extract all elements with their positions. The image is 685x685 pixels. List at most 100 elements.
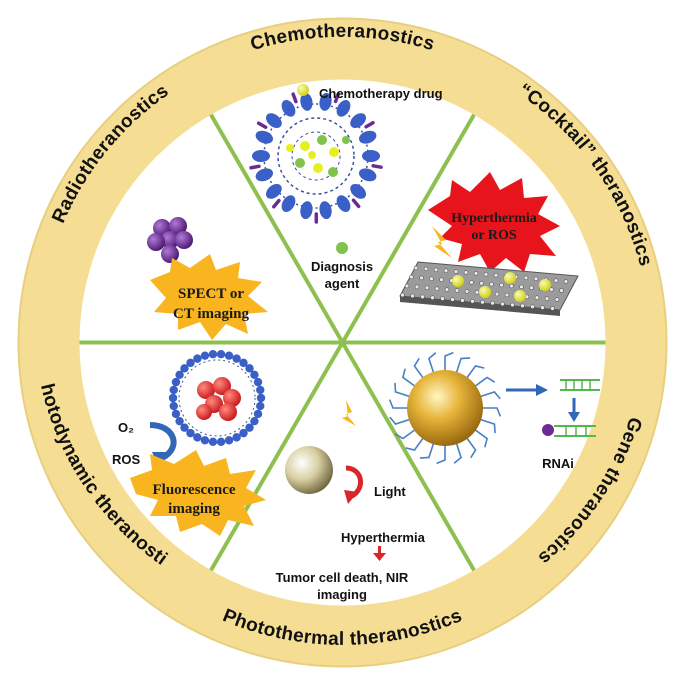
- spect-ct-burst: [150, 254, 268, 340]
- sheet-atom: [469, 280, 474, 285]
- sheet-atom: [473, 271, 479, 276]
- liposome-head: [208, 437, 218, 447]
- liposome-head: [216, 349, 226, 359]
- sheet-atom: [470, 299, 475, 304]
- rnai-label: RNAi: [542, 456, 574, 471]
- liposome-head: [232, 433, 241, 442]
- micelle-drug-carrier: [249, 84, 383, 224]
- liposome-head: [200, 436, 210, 445]
- ros-label: ROS: [112, 452, 141, 467]
- micelle-head: [358, 130, 377, 144]
- sheet-atom: [523, 275, 529, 281]
- gene-arrow-right-head: [536, 384, 548, 396]
- sheet-atom: [414, 284, 420, 290]
- gene-strand: [388, 399, 409, 409]
- micelle-head: [336, 195, 351, 212]
- sheet-atom: [563, 279, 569, 284]
- sheet-atom: [404, 283, 410, 289]
- sheet-particle: [514, 290, 526, 302]
- sheet-atom: [424, 285, 430, 291]
- sheet-atom: [540, 305, 545, 310]
- micelle-head: [362, 150, 380, 162]
- gene-strand: [478, 418, 496, 434]
- liposome-head: [180, 423, 189, 432]
- diagnosis-agent-dot-icon: [336, 242, 348, 254]
- sheet-atom: [534, 295, 540, 300]
- liposome-head: [245, 423, 254, 432]
- micelle-chain: [249, 164, 261, 170]
- sheet-atom: [439, 277, 444, 282]
- sheet-atom: [510, 302, 515, 308]
- sheet-particle: [452, 275, 464, 287]
- sheet-atom: [464, 289, 470, 294]
- sheet-atom: [413, 265, 419, 271]
- sheet-atom: [544, 296, 550, 301]
- sheet-atom: [400, 292, 405, 298]
- liposome-head: [256, 393, 266, 403]
- liposome-head: [180, 364, 189, 373]
- nanosheet: [399, 261, 579, 316]
- micelle-head: [255, 130, 274, 144]
- gene-strand: [473, 376, 496, 388]
- sheet-atom: [533, 276, 539, 282]
- gene-strand: [453, 441, 462, 464]
- liposome-head: [168, 393, 178, 403]
- sheet-atom: [489, 281, 494, 287]
- chemotherapy-drug-label: Chemotherapy drug: [319, 86, 443, 101]
- sheet-atom: [419, 275, 424, 281]
- hyperthermia-result-label: Hyperthermia: [341, 530, 426, 545]
- gene-strand: [394, 428, 417, 440]
- sheet-atom: [434, 286, 440, 291]
- down-arrow-shaft: [378, 546, 381, 554]
- micelle-head: [265, 183, 282, 199]
- gene-strand: [473, 428, 488, 448]
- micelle-head: [319, 92, 332, 111]
- micelle-purple-chains: [249, 92, 383, 224]
- liposome-head: [193, 354, 202, 363]
- micelle-head: [336, 100, 351, 117]
- sheet-atom: [493, 272, 499, 278]
- sheet-atom: [550, 306, 555, 311]
- sheet-particle: [479, 286, 491, 298]
- sheet-atom: [494, 291, 500, 297]
- rnai-complex: [542, 424, 596, 437]
- sheet-atom: [433, 267, 439, 273]
- liposome-head: [250, 416, 259, 426]
- gene-strand: [478, 391, 501, 400]
- micelle-head: [281, 100, 296, 117]
- gene-strand: [465, 436, 477, 459]
- sheet-atom: [420, 294, 425, 300]
- hyperthermia-burst: [428, 172, 560, 272]
- micelle-chain: [291, 92, 298, 104]
- sheet-atom: [450, 297, 455, 302]
- nir-imaging-label: imaging: [317, 587, 367, 602]
- fluorescence-label: Fluorescence: [152, 482, 235, 498]
- or-ros-label: or ROS: [471, 228, 516, 243]
- gene-strand: [481, 407, 502, 417]
- sheet-atom: [520, 303, 525, 309]
- sheet-atom: [480, 299, 485, 305]
- micelle-chain: [256, 121, 268, 129]
- sheet-atom: [430, 295, 435, 300]
- gene-strand: [413, 357, 425, 380]
- sheet-atom: [554, 297, 560, 302]
- gene-nanoparticle: [388, 351, 502, 465]
- sheet-atom: [504, 292, 510, 298]
- micelle-head: [255, 168, 274, 182]
- tumor-cell-death-label: Tumor cell death, NIR: [276, 570, 409, 585]
- liposome: [168, 349, 266, 447]
- agent-label: agent: [325, 276, 360, 291]
- sheet-atom: [549, 287, 554, 292]
- sheet-atom: [423, 266, 429, 272]
- liposome-head: [169, 385, 178, 395]
- liposome-head: [239, 428, 248, 438]
- gene-strand: [402, 368, 417, 388]
- diagnosis-label: Diagnosis: [311, 259, 373, 274]
- micelle-chain: [351, 198, 361, 209]
- gene-arrow-down-head: [568, 412, 580, 422]
- micelle-chain: [364, 120, 375, 129]
- liposome-head: [175, 416, 184, 426]
- liposome-head: [169, 401, 178, 411]
